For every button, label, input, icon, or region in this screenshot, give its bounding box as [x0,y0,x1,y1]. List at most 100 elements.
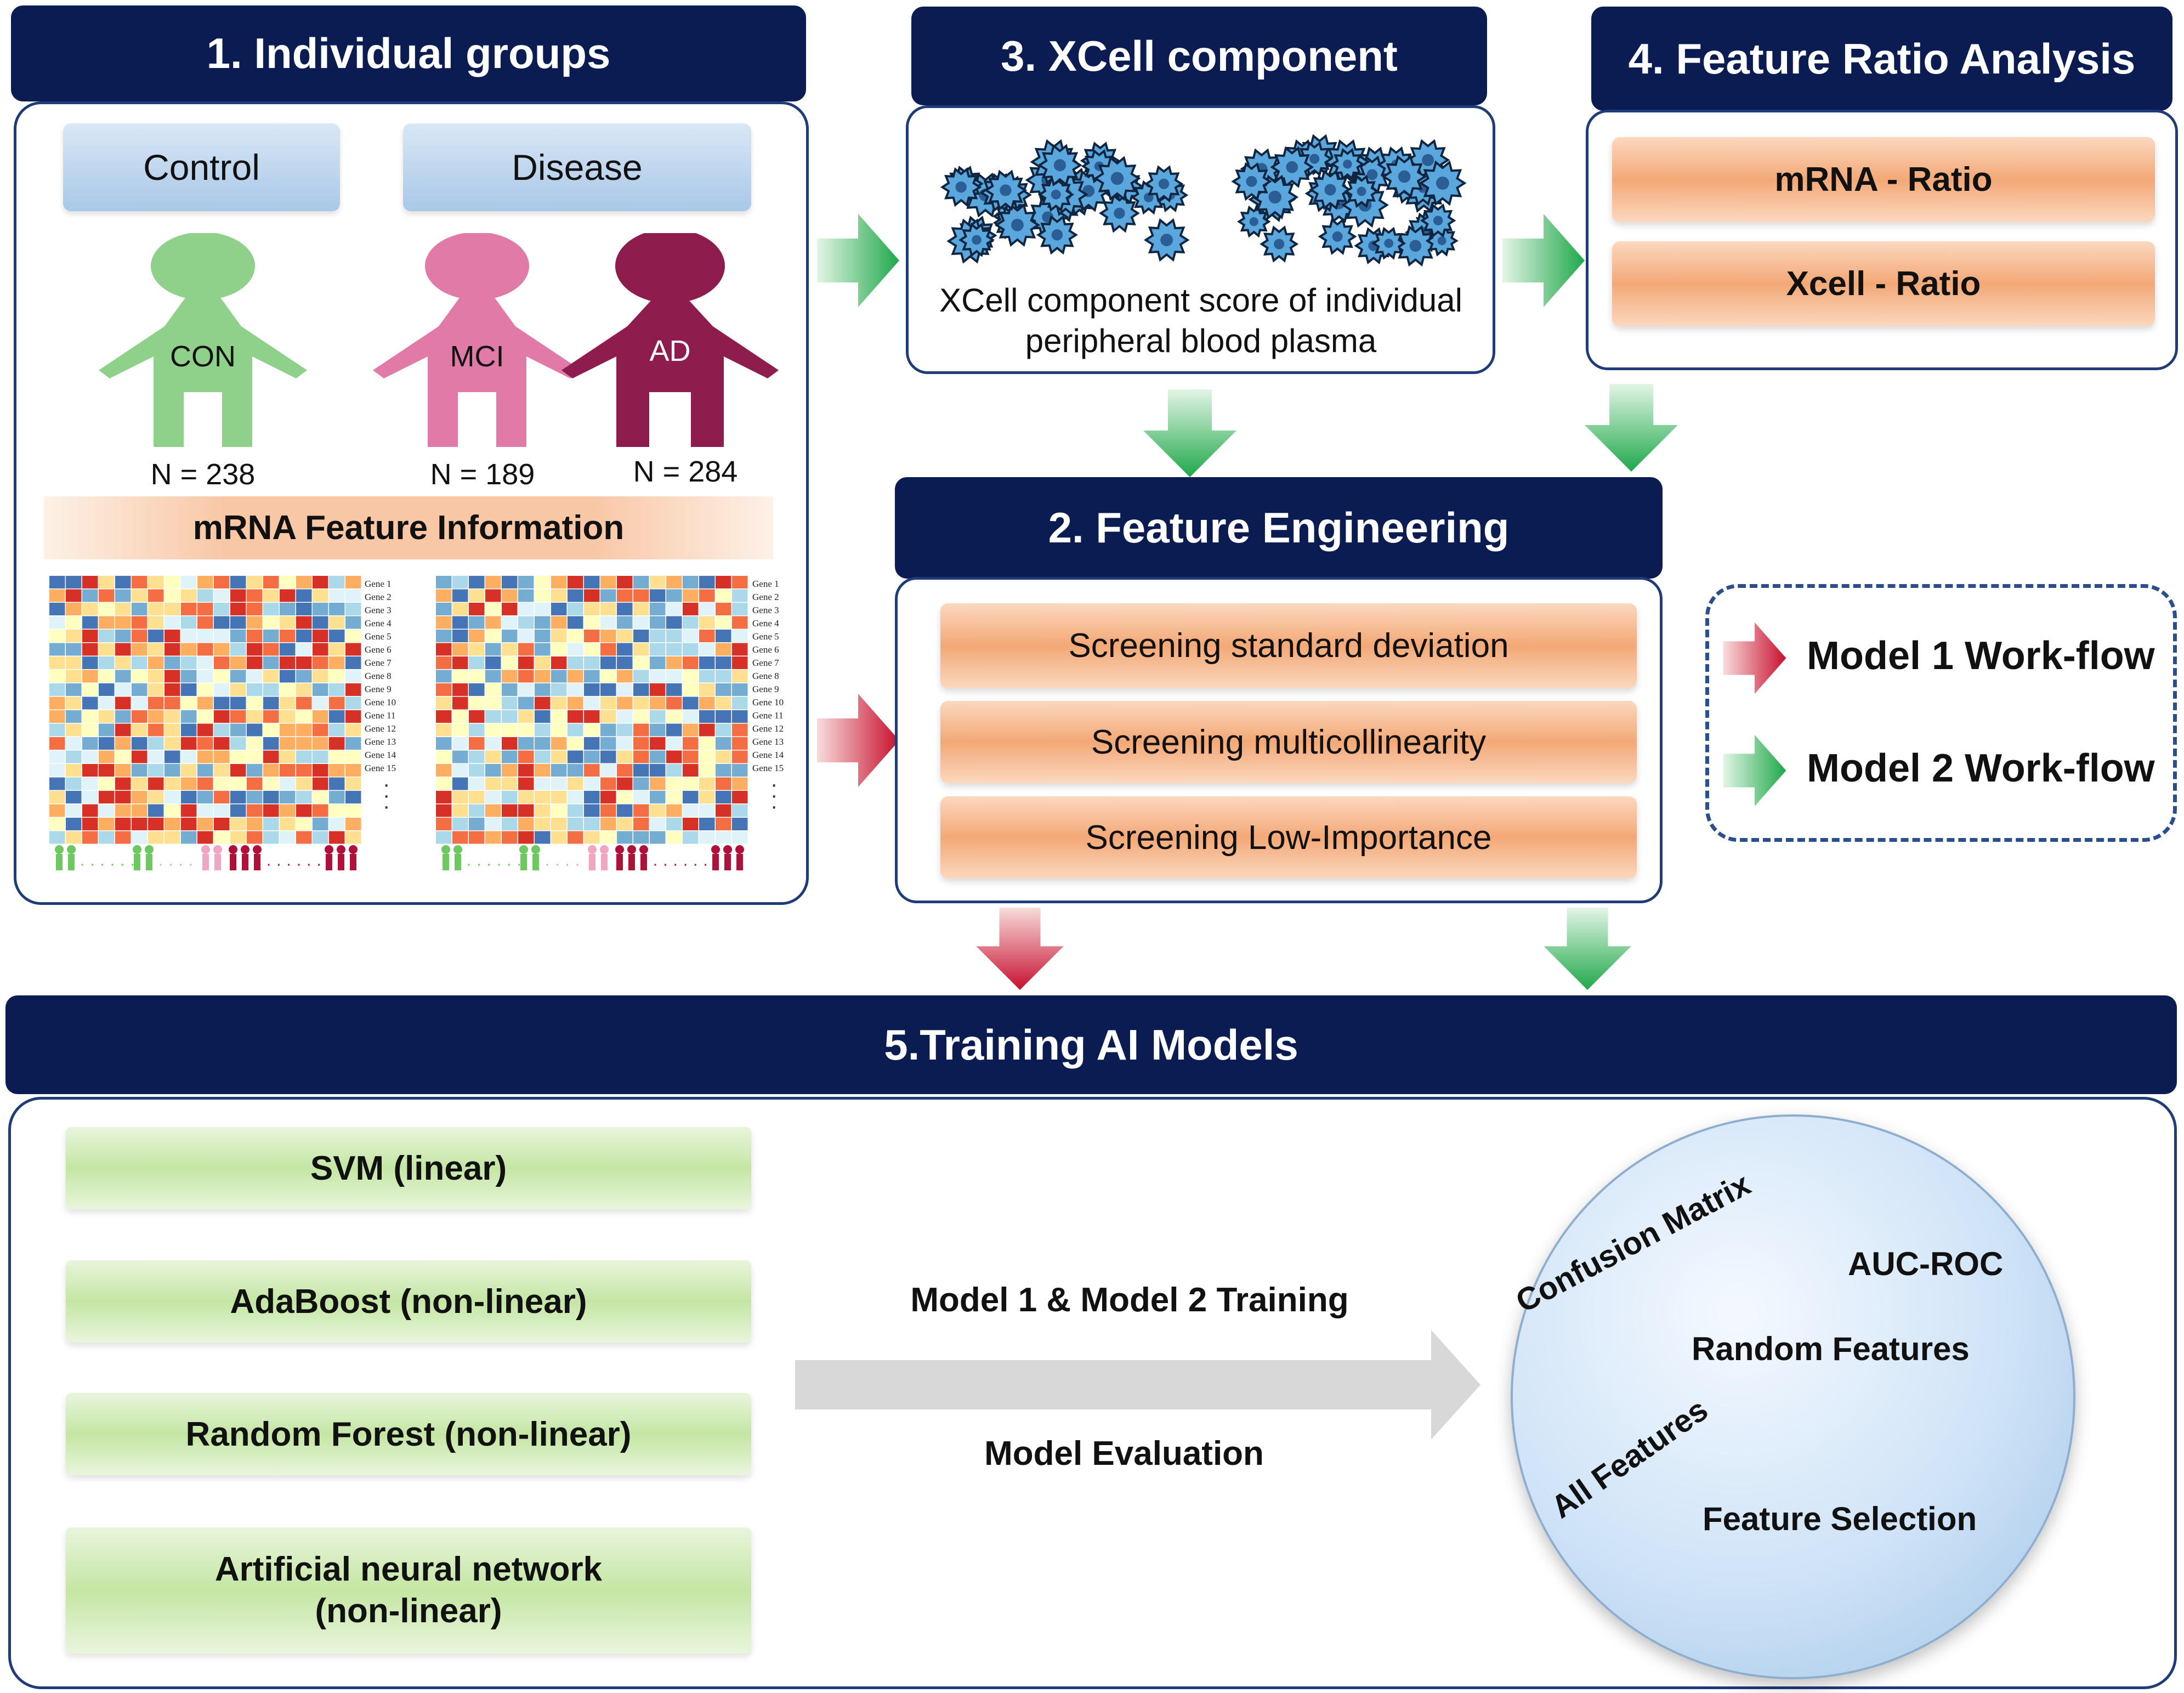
red-arrow-2-to-5 [976,908,1064,990]
heatmap-cell [633,737,649,750]
svg-text:· · · · · ·: · · · · · · [653,855,708,873]
heatmap-cell [345,764,361,777]
heatmap-cell [666,656,682,669]
group-figures [99,233,779,447]
heatmap-cell [469,818,485,830]
gene-label: Gene 3 [752,605,779,615]
heatmap-cell [683,630,699,642]
heatmap-cell [469,750,485,763]
heatmap-cell [280,670,296,683]
heatmap-cell [181,616,197,629]
heatmap-cell [164,804,180,817]
heatmap-cell [518,777,534,790]
xcell-ratio-text: Xcell - Ratio [1786,265,1981,303]
heatmap-cell [436,710,452,723]
heatmap-cell [716,737,731,750]
cell-nucleus [1409,240,1422,252]
heatmap-cell [132,710,148,723]
heatmap-cell [568,831,583,844]
heatmap-cell [502,589,518,602]
heatmap-cell [502,683,518,696]
heatmap-cell [296,710,312,723]
heatmap-cell [650,616,666,629]
heatmap-cell [617,764,633,777]
heatmap-cell [115,737,131,750]
heatmap-cell [99,723,115,737]
heatmap-cell [617,576,633,588]
heatmap-cell [485,723,501,737]
heatmap-cell [452,831,468,844]
heatmap-cell [485,750,501,763]
heatmap-cell [263,630,279,642]
heatmap-cell [732,831,748,844]
heatmap-cell [650,777,666,790]
legend-model1: Model 1 Work-flow [1807,634,2155,678]
heatmap-cell [181,683,197,696]
heatmap-cell [132,750,148,763]
heatmap-cell [535,737,551,750]
xcell-caption: XCell component score of individual peri… [910,274,1491,367]
heatmap-cell [666,791,682,803]
heatmap-cell [148,630,164,642]
heatmap-cell [502,791,518,803]
heatmap-cell [313,750,328,763]
gene-label: Gene 7 [752,658,779,668]
heatmap-cell [666,576,682,588]
heatmap-cell [214,804,230,817]
gene-label: Gene 5 [752,631,779,642]
heatmap-cell [518,831,534,844]
heatmap-cell [280,630,296,642]
heatmap-cell [230,643,246,656]
heatmap-cell [164,576,180,588]
legend-red-arrow-icon [1723,622,1786,694]
heatmap-cell [263,804,279,817]
heatmap-cell [600,630,616,642]
heatmap-cell [502,630,518,642]
circle-auc-roc: AUC-ROC [1848,1245,2004,1282]
heatmap-cell [666,804,682,817]
sample-strip-right: · · · · · · · · · · · · · · · · [441,845,744,873]
heatmap-cell [716,777,731,790]
heatmap-cell [181,643,197,656]
gene-ellipsis-right: ··· [770,772,778,818]
heatmap-cell [716,589,731,602]
heatmap-cell [699,750,715,763]
heatmap-cell [214,710,230,723]
model-svm: SVM (linear) [66,1127,751,1209]
heatmap-cell [329,683,345,696]
heatmap-cell [66,697,82,710]
heatmap-cell [502,656,518,669]
heatmap-cell [66,616,82,629]
heatmap-cell [345,723,361,737]
heatmap-cell [502,818,518,830]
heatmap-cell [452,616,468,629]
svg-text:· · · ·: · · · · [158,855,194,873]
heatmap-cell [617,791,633,803]
heatmap-cell [82,750,98,763]
heatmap-cell [82,697,98,710]
disease-label: Disease [403,123,751,211]
heatmap-cell [164,710,180,723]
mrna-ratio-text: mRNA - Ratio [1774,161,1993,199]
heatmap-cell [485,616,501,629]
heatmap-cell [650,656,666,669]
heatmap-cell [115,831,131,844]
control-label-text: Control [143,147,260,188]
heatmap-cell [600,777,616,790]
heatmap-cell [716,576,731,588]
heatmap-cell [132,589,148,602]
heatmap-cell [469,616,485,629]
evaluation-arrow [795,1330,1480,1440]
heatmap-cell [633,589,649,602]
heatmap-cell [148,603,164,615]
heatmap-cell [214,630,230,642]
heatmap-cell [535,750,551,763]
heatmap-cell [313,818,328,830]
screening-std-bar: Screening standard deviation [940,603,1637,688]
heatmap-cell [633,777,649,790]
heatmap-cell [485,576,501,588]
heatmap-cell [280,656,296,669]
heatmap-cell [115,723,131,737]
heatmap-cell [551,616,567,629]
